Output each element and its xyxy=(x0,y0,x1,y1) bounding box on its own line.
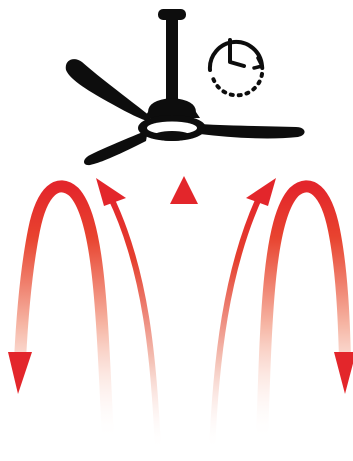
clock-timer-icon xyxy=(210,40,262,95)
airflow-arc-left-arrowhead xyxy=(8,352,32,394)
airflow-arrow-inner-left-head xyxy=(96,178,126,206)
airflow-arrow-inner-right xyxy=(212,196,260,450)
fan-blade-left xyxy=(66,59,150,122)
fan-light-cap xyxy=(153,131,191,141)
airflow-arrow-center-head xyxy=(170,176,198,204)
airflow-arc-right-arrowhead xyxy=(334,352,353,394)
airflow-arc-right xyxy=(262,186,345,440)
airflow-arrow-inner-left xyxy=(110,196,158,450)
airflow-arrow-inner-right-head xyxy=(246,178,276,206)
fan-blade-right xyxy=(200,124,305,138)
ceiling-fan-icon xyxy=(66,9,305,165)
fan-blade-lower xyxy=(84,130,148,165)
fan-downrod xyxy=(166,18,178,106)
airflow-arrows xyxy=(8,176,353,452)
airflow-arc-left xyxy=(20,186,108,440)
